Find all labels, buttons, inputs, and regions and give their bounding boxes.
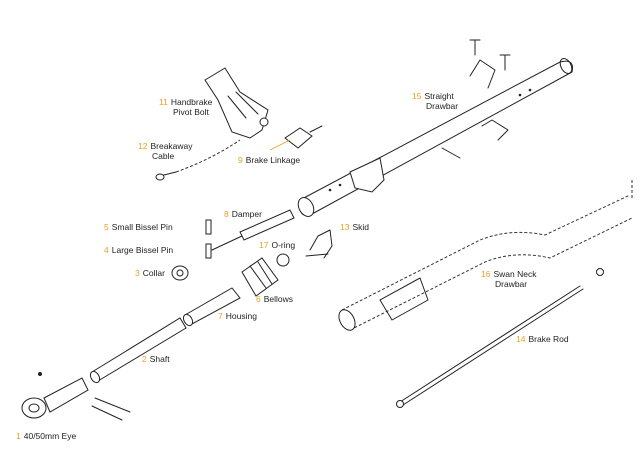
collar: [171, 265, 189, 281]
part-name: Damper: [231, 209, 262, 219]
bellows: [241, 257, 279, 297]
part-name: Handbrake: [170, 97, 213, 107]
part-number: 5: [104, 222, 109, 232]
part-number: 17: [259, 240, 269, 250]
large-bissel-pin: [205, 243, 212, 259]
swan-neck-drawbar: [338, 180, 633, 331]
part-name: Swan Neck: [493, 269, 537, 279]
part-number: 16: [481, 269, 491, 279]
part-name: Bellows: [263, 294, 294, 304]
part-name-line2: Cable: [152, 151, 175, 161]
leader-brake-linkage: [269, 139, 291, 151]
part-name-line2: Drawbar: [426, 101, 459, 111]
breakaway-cable: [155, 139, 241, 181]
part-name: O-ring: [271, 240, 296, 250]
brake-linkage: [284, 125, 323, 149]
handbrake: [204, 67, 269, 139]
part-number: 14: [516, 334, 526, 344]
eye: [21, 372, 131, 421]
part-number: 6: [256, 294, 261, 304]
part-name: Breakaway: [150, 141, 193, 151]
part-name: Housing: [225, 311, 257, 321]
part-name-line2: Pivot Bolt: [173, 107, 209, 117]
part-name: Collar: [142, 268, 165, 278]
housing: [182, 287, 241, 327]
part-number: 7: [218, 311, 223, 321]
part-name-line2: Drawbar: [495, 279, 528, 289]
part-name: Shaft: [149, 354, 170, 364]
part-name: Small Bissel Pin: [111, 222, 173, 232]
part-name: Large Bissel Pin: [111, 245, 174, 255]
part-number: 15: [412, 91, 422, 101]
part-name: Brake Rod: [528, 334, 569, 344]
part-name: 40/50mm Eye: [23, 431, 77, 441]
small-bissel-pin: [205, 219, 212, 235]
part-number: 2: [142, 354, 147, 364]
part-number: 12: [138, 141, 148, 151]
skid: [305, 229, 333, 259]
part-number: 4: [104, 245, 109, 255]
straight-drawbar: [297, 39, 573, 217]
part-number: 13: [340, 222, 350, 232]
shaft: [89, 317, 187, 384]
part-number: 11: [159, 97, 168, 107]
part-number: 1: [16, 431, 21, 441]
part-number: 9: [238, 155, 243, 165]
part-name: Brake Linkage: [245, 155, 301, 165]
damper: [211, 209, 295, 251]
part-number: 8: [224, 209, 229, 219]
part-name: Straight: [424, 91, 454, 101]
brake-rod: [396, 268, 604, 408]
o-ring: [276, 253, 290, 267]
part-number: 3: [135, 268, 140, 278]
part-name: Skid: [352, 222, 370, 232]
